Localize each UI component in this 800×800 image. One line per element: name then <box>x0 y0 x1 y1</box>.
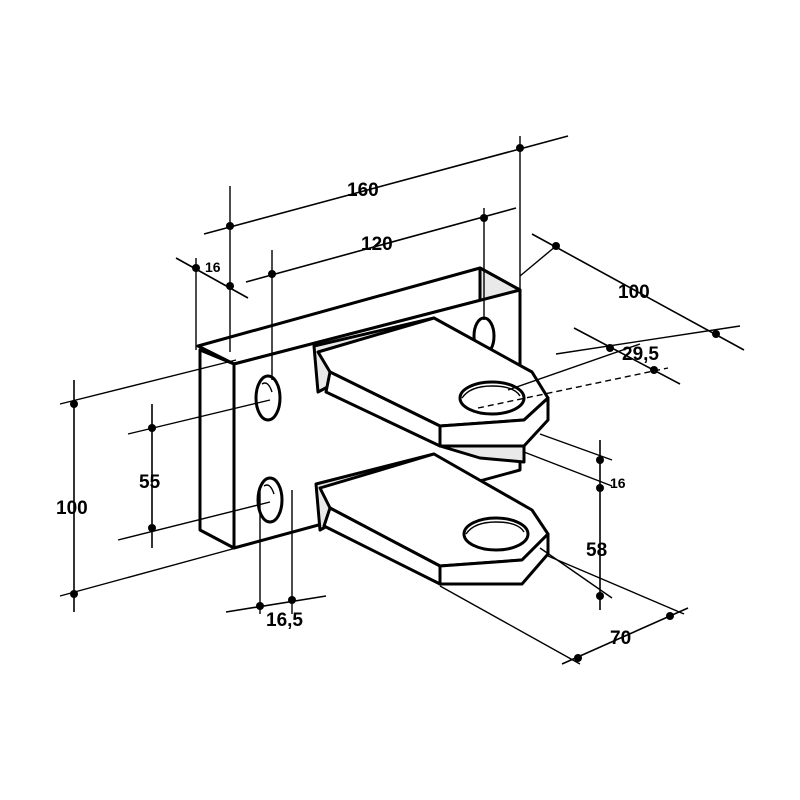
dimension-labels: 160 120 16 100 29,5 100 55 16,5 16 58 70 <box>56 180 659 649</box>
label-16-plate: 16 <box>205 259 221 275</box>
label-120: 120 <box>361 234 393 255</box>
lower-arm <box>314 452 550 586</box>
label-160: 160 <box>347 180 379 201</box>
label-100-height: 100 <box>56 498 88 519</box>
lower-arm-hole <box>462 516 530 552</box>
upper-arm-hole <box>458 380 526 416</box>
lower-left-slot <box>256 476 284 524</box>
label-16-arm: 16 <box>610 475 626 491</box>
label-100-depth: 100 <box>618 282 650 303</box>
dimension-lines <box>59 135 745 665</box>
label-70: 70 <box>610 628 631 649</box>
label-29-5: 29,5 <box>622 344 659 365</box>
label-16-5: 16,5 <box>266 610 303 631</box>
upper-left-slot <box>254 374 282 422</box>
label-58: 58 <box>586 540 607 561</box>
upper-arm <box>312 316 550 464</box>
label-55: 55 <box>139 472 161 493</box>
